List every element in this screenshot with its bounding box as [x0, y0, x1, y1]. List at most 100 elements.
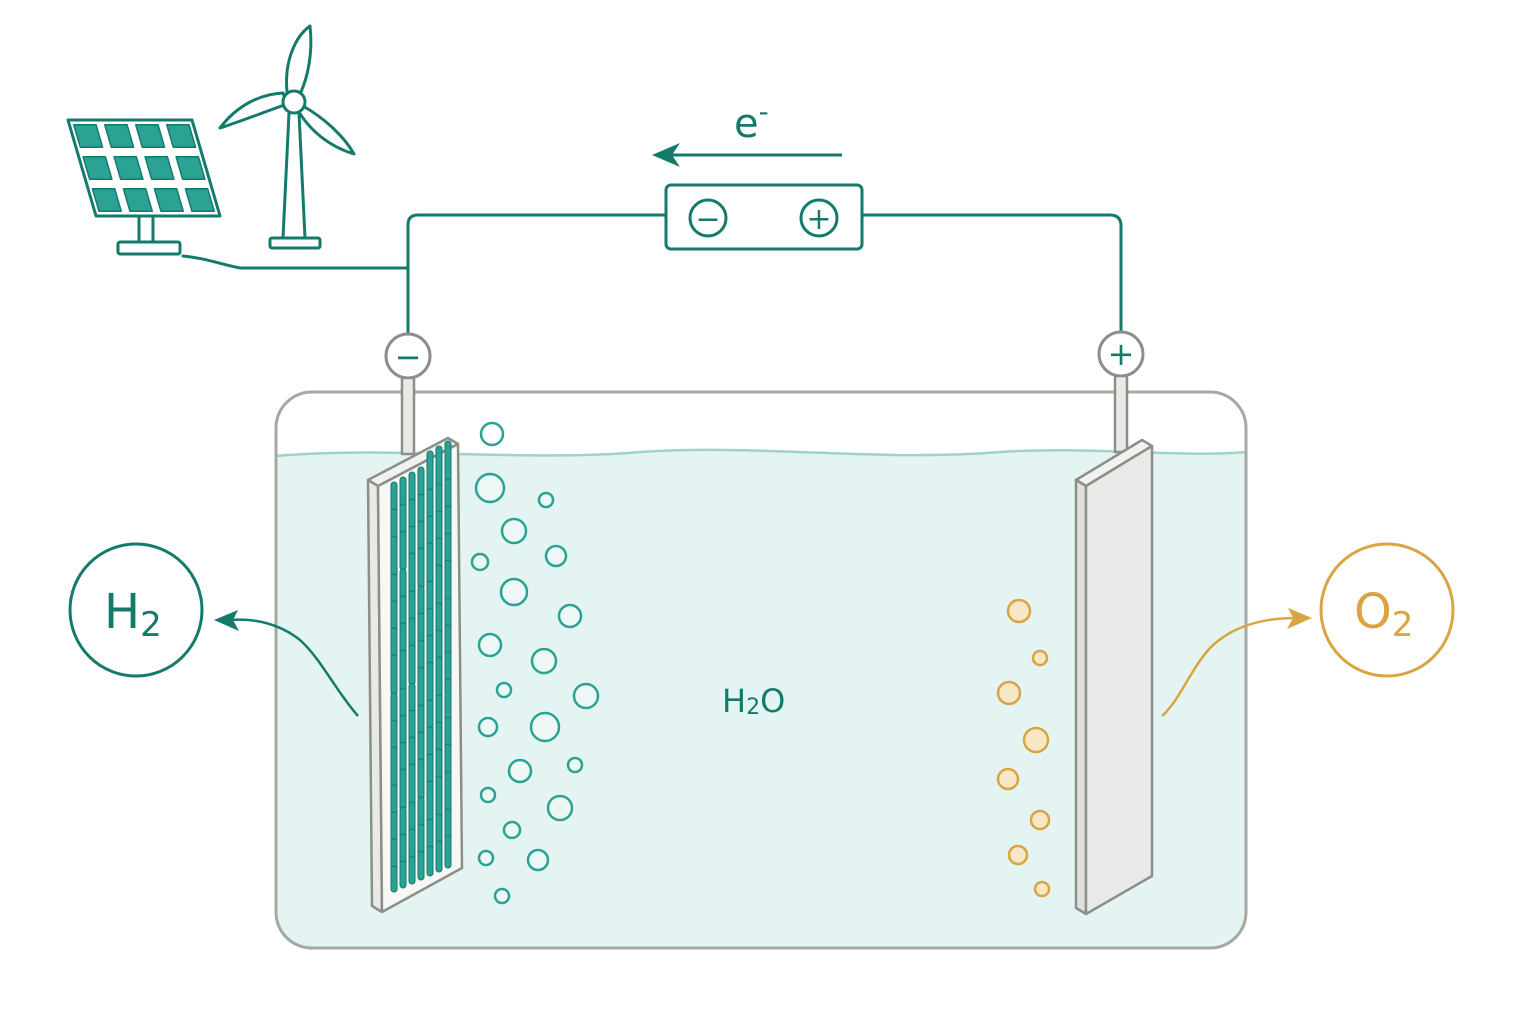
hydrogen-bubble — [572, 682, 600, 710]
nanorod — [435, 840, 443, 873]
circuit-wires — [181, 213, 1123, 338]
water-subscript: 2 — [746, 695, 760, 720]
hydrogen-bubble — [479, 786, 497, 804]
turbine-tower — [281, 112, 307, 240]
wind-turbine-icon — [218, 24, 356, 250]
hydrogen-arrow — [229, 618, 359, 717]
electron-label: e — [734, 101, 759, 147]
nanorod — [435, 775, 443, 820]
oxygen-bubble — [1033, 880, 1051, 898]
cathode-rod — [400, 376, 416, 456]
wire-renewables — [181, 254, 410, 270]
turbine-hub — [281, 89, 307, 115]
hydrogen-bubble — [530, 647, 558, 675]
nanorod — [417, 850, 425, 881]
water-label: H — [722, 682, 746, 720]
nanorod — [435, 564, 443, 609]
hydrogen-bubble — [529, 711, 561, 743]
nanorod — [444, 678, 452, 724]
solar-panel-base — [116, 240, 182, 256]
source-plus-label: + — [806, 202, 831, 237]
oxygen-bubble — [1029, 809, 1051, 831]
turbine-base — [268, 236, 322, 250]
nanorod — [444, 440, 452, 484]
hydrogen-bubble — [479, 421, 505, 447]
hydrogen-bubble — [507, 758, 533, 784]
solar-cell — [103, 124, 135, 148]
hydrogen-bubble — [566, 756, 584, 774]
tank-outline — [274, 390, 1248, 950]
source-negative-terminal — [688, 198, 728, 238]
anode-electrode: + — [1074, 330, 1154, 916]
hydrogen-bubble — [495, 681, 513, 699]
electron-superscript: - — [759, 95, 769, 128]
anode-sign: + — [1108, 335, 1135, 373]
solar-cell — [72, 124, 104, 148]
hydrogen-arrowhead — [214, 610, 239, 631]
oxygen-bubble — [996, 680, 1022, 706]
solar-cell — [82, 156, 113, 180]
hydrogen-bubble — [537, 491, 555, 509]
source-minus-label: − — [695, 202, 720, 237]
wire-left — [406, 213, 668, 338]
oxygen-bubble — [1006, 598, 1032, 624]
nanorod — [399, 860, 407, 889]
turbine-blade-left — [218, 91, 289, 130]
svg-text:H2: H2 — [104, 584, 162, 645]
svg-text:e-: e- — [734, 95, 769, 147]
hydrogen-bubble — [557, 603, 583, 629]
electron-arrowhead — [652, 143, 680, 167]
oxygen-bubble — [996, 767, 1020, 791]
nanorod — [426, 450, 434, 494]
anode-plate-face — [1084, 444, 1154, 916]
oxygen-output: O2 — [1161, 542, 1455, 717]
oxygen-bubble — [1022, 726, 1050, 754]
wire-right — [860, 213, 1123, 338]
solar-cell — [175, 156, 206, 180]
turbine-blade-right — [297, 104, 356, 156]
oxygen-subscript: 2 — [1392, 605, 1414, 645]
oxygen-bubbles — [996, 598, 1051, 898]
oxygen-arrowhead — [1287, 608, 1312, 629]
nanorod — [408, 644, 416, 686]
solar-cell — [153, 188, 185, 212]
nanorod — [390, 654, 398, 696]
hydrogen-circle — [68, 542, 204, 678]
oxygen-label: O — [1354, 584, 1392, 640]
nanorod — [426, 845, 434, 877]
dc-power-source-icon: − + — [664, 183, 864, 251]
hydrogen-bubble — [544, 544, 568, 568]
hydrogen-bubble — [477, 716, 499, 738]
oxygen-bubble — [1031, 649, 1049, 667]
turbine-blade-up — [285, 24, 313, 94]
hydrogen-bubble — [470, 552, 490, 572]
svg-text:O2: O2 — [1354, 584, 1413, 645]
hydrogen-bubble — [477, 632, 503, 658]
solar-cell — [113, 156, 144, 180]
nanorod — [417, 547, 425, 590]
solar-panel-icon — [66, 118, 222, 256]
hydrogen-bubble — [493, 887, 511, 905]
hydrogen-subscript: 2 — [140, 605, 162, 645]
solar-cell — [122, 188, 154, 212]
hydrogen-bubble — [502, 820, 522, 840]
nanorod — [426, 661, 434, 705]
svg-text:H2O: H2O — [722, 682, 785, 720]
hydrogen-bubble — [500, 517, 528, 545]
hydrogen-bubble — [526, 848, 550, 872]
hydrogen-bubble — [477, 849, 495, 867]
nanorod — [399, 768, 407, 811]
solar-cell — [165, 124, 197, 148]
solar-cell — [91, 188, 123, 212]
hydrogen-label: H — [104, 584, 140, 640]
anode-rod — [1113, 374, 1129, 454]
solar-cell — [144, 156, 175, 180]
cathode-electrode: − — [366, 332, 464, 914]
water-label-tail: O — [760, 682, 785, 720]
nanorod — [408, 855, 416, 885]
solar-cells — [72, 124, 216, 212]
catalyst-nanorods — [390, 440, 452, 893]
oxygen-arrow — [1161, 616, 1297, 717]
cathode-sign: − — [395, 338, 422, 376]
